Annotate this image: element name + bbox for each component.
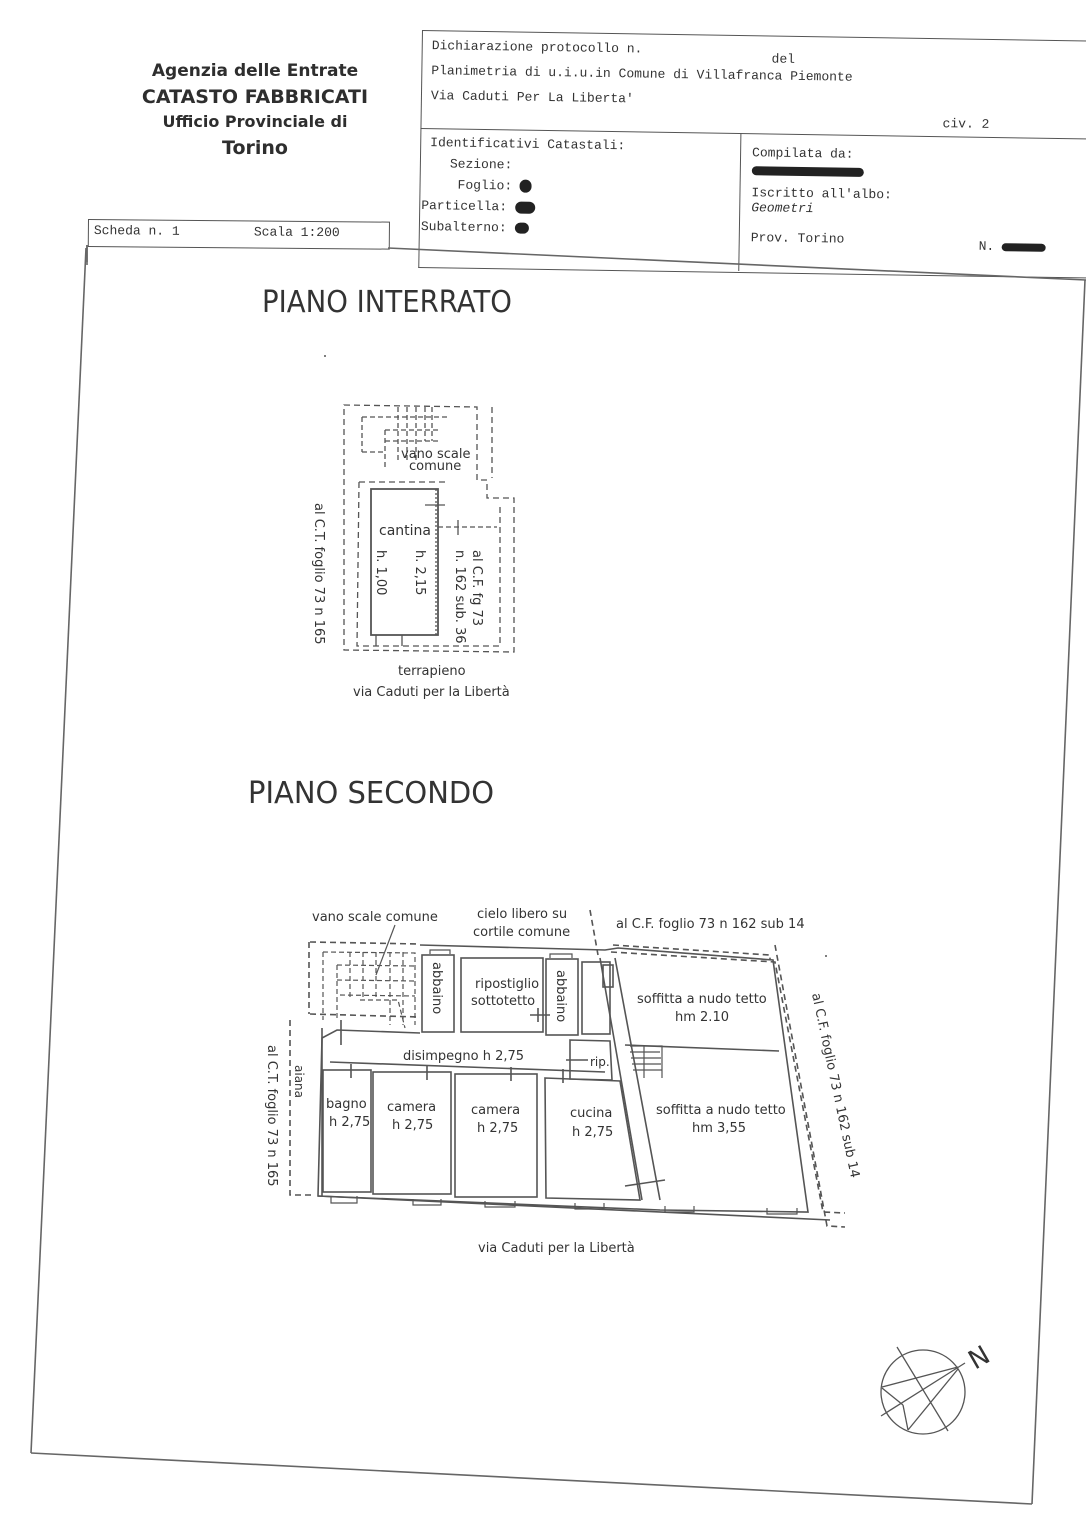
basement-neighbor-label-2: n. 162 sub. 36 [452, 550, 467, 644]
stairs-label: vano scale comune [312, 910, 438, 925]
second-floor-plan [289, 909, 846, 1228]
stairs-label-1: vano scale [401, 447, 470, 462]
attic-label-2: soffitta a nudo tetto [656, 1103, 786, 1118]
room-height: h 2,75 [477, 1121, 518, 1136]
attic-height-2: hm 3,55 [692, 1121, 746, 1136]
stairs-icon [361, 407, 450, 470]
boundary-line-right [610, 951, 846, 1214]
leader-line [375, 924, 396, 976]
office-city: Torino [222, 137, 288, 159]
boundary-line-right-outer [774, 944, 846, 1228]
abbaino-label-2: abbaino [553, 970, 568, 1022]
cantina-height-1: h. 1,00 [373, 550, 388, 595]
second-floor-title: PIANO SECONDO [248, 776, 494, 811]
door-ticks [340, 1020, 564, 1083]
building-outline [317, 944, 809, 1213]
basement-neighbor-label-1: al C.F. fg 73 [469, 550, 484, 626]
north-label: N [964, 1340, 996, 1376]
sheet-border [30, 245, 1086, 1505]
basement-street: via Caduti per la Libertà [353, 685, 510, 700]
stairs-icon [322, 951, 416, 1029]
agency-name: Agenzia delle Entrate [151, 61, 359, 81]
camera-room-1 [372, 1071, 452, 1195]
boundary-line [309, 941, 421, 945]
cantina-label: cantina [379, 523, 431, 539]
compass-line [896, 1346, 949, 1432]
room-name: cucina [570, 1106, 612, 1121]
room-name: camera [471, 1103, 520, 1118]
left-neighbor-label: al C.T. foglio 73 n 165 [264, 1045, 279, 1187]
attic-label-1: soffitta a nudo tetto [637, 992, 767, 1007]
dot-mark [825, 955, 827, 957]
cantina-room [370, 488, 439, 636]
rip-label: rip. [590, 1055, 610, 1069]
abbaino-room [545, 958, 579, 1036]
camera-room-2 [454, 1073, 538, 1198]
attic-ladder-icon [630, 1045, 663, 1078]
compass-circle [880, 1349, 966, 1435]
north-arrow-icon [880, 1346, 966, 1435]
basement-inner-boundary [356, 481, 501, 647]
skylight-marks [429, 949, 573, 958]
abbaino-room [421, 954, 455, 1033]
ripostiglio-label-2: sottotetto [471, 994, 535, 1009]
border-top [387, 247, 1086, 281]
border-bottom [30, 1452, 1033, 1505]
compass-line [881, 1387, 904, 1406]
attic-height-1: hm 2.10 [675, 1010, 729, 1025]
registry-name: CATASTO FABBRICATI [141, 86, 369, 108]
border-left [32, 262, 87, 1453]
ripostiglio-label-1: ripostiglio [475, 977, 539, 992]
boundary-line-left [289, 1020, 312, 1196]
cucina-room [544, 1077, 641, 1201]
room-name: bagno [326, 1097, 367, 1112]
compass-line [907, 1368, 959, 1431]
boundary-line [589, 909, 599, 956]
room-name: camera [387, 1100, 436, 1115]
border-left [30, 247, 87, 1454]
front-wall [317, 1195, 831, 1221]
ripostiglio-room [460, 957, 544, 1033]
corridor-label: disimpegno h 2,75 [403, 1049, 524, 1064]
cantina-height-2: h. 2,15 [412, 550, 427, 595]
cantina-window [375, 635, 403, 646]
street-label: via Caduti per la Libertà [478, 1241, 635, 1256]
diagonal-wall [599, 957, 661, 1201]
dot-mark [324, 355, 326, 357]
compass-line [902, 1404, 909, 1431]
office-name: Ufficio Provinciale di [162, 112, 348, 131]
stairs-label-2: comune [409, 459, 461, 474]
boundary-line-top [612, 944, 771, 960]
room-height: h 2,75 [392, 1118, 433, 1133]
basement-title: PIANO INTERRATO [262, 285, 512, 320]
basement-terrapieno: terrapieno [398, 664, 466, 679]
compass-line [880, 1362, 966, 1417]
corridor-wall [329, 1061, 606, 1073]
right-neighbor-label: al C.F. foglio 73 n 162 sub 14 [808, 992, 862, 1180]
agency-header: Agenzia delle Entrate CATASTO FABBRICATI… [110, 58, 400, 162]
boundary-line [309, 1013, 421, 1018]
basement-left-label: al C.T. foglio 73 n 165 [311, 503, 326, 645]
bagno-room [322, 1069, 372, 1193]
service-room [581, 961, 611, 1035]
basement-outer-boundary [343, 404, 515, 653]
abbaino-label-1: abbaino [429, 962, 444, 1014]
room-height: h 2,75 [572, 1125, 613, 1140]
door-mark [624, 1179, 666, 1187]
basement-plan [343, 404, 515, 653]
compass-line [881, 1366, 959, 1388]
left-inner-label: aiana [292, 1065, 306, 1098]
room-height: h 2,75 [329, 1115, 370, 1130]
border-right [1031, 279, 1086, 1505]
top-neighbor-label: al C.F. foglio 73 n 162 sub 14 [616, 917, 805, 932]
sky-label-1: cielo libero su [477, 907, 567, 922]
sky-label-2: cortile comune [473, 925, 570, 940]
